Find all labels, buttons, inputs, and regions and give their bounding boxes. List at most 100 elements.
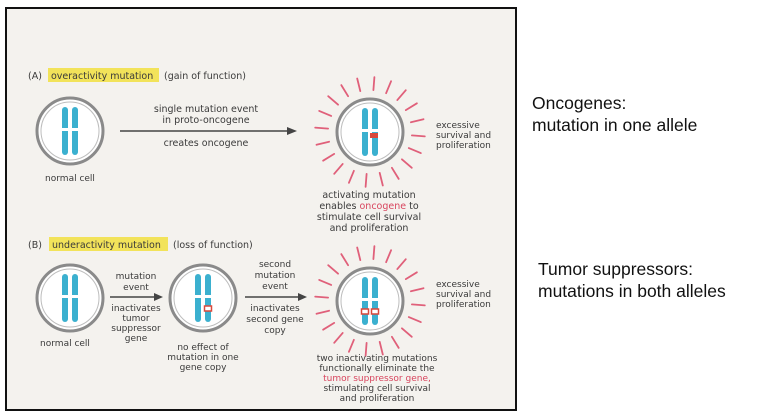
single-mutation-cell (168, 263, 238, 333)
highlight-box-b (49, 237, 168, 251)
mutation-marker-icon (370, 133, 378, 138)
arrow-b1-top2: event (123, 283, 149, 293)
burst-ray (404, 271, 418, 281)
burst-ray (340, 253, 350, 267)
panel-a-suffix: (gain of function) (164, 71, 246, 82)
oncogenes-label: Oncogenes: mutation in one allele (532, 92, 697, 136)
mutated-cell-a (335, 97, 405, 167)
burst-ray (409, 287, 425, 293)
result-b-line3: proliferation (436, 300, 491, 310)
tumor-suppressors-heading: Tumor suppressors: (538, 259, 693, 279)
burst-ray (347, 338, 355, 353)
burst-ray (410, 134, 426, 138)
oncogenes-description: mutation in one allele (532, 115, 698, 135)
arrow-a-line3: creates oncogene (164, 138, 249, 149)
burst-ray (315, 140, 331, 146)
burst-ray (356, 246, 362, 262)
oncogenes-heading: Oncogenes: (532, 93, 627, 113)
burst-ray (407, 147, 422, 155)
burst-ray (390, 166, 400, 180)
tumor-suppressors-label: Tumor suppressors: mutations in both all… (538, 258, 726, 302)
panel-b-prefix: (B) (28, 240, 42, 251)
caption-b-line2: functionally eliminate the (319, 364, 435, 374)
caption-b-line4: stimulating cell survival (323, 384, 430, 394)
result-a-line3: proliferation (436, 141, 491, 151)
burst-ray (327, 264, 340, 275)
caption-a-line2: enables oncogene to (319, 201, 419, 212)
arrow-b1-bottom4: gene (125, 334, 148, 344)
mutation-marker-icon (360, 308, 370, 315)
normal-cell-label-b: normal cell (40, 339, 90, 349)
chromosome-icon (60, 274, 80, 322)
burst-ray (396, 89, 407, 101)
highlight-box-a (48, 68, 159, 82)
arrow-b2-bottom3: copy (264, 326, 286, 336)
burst-ray (322, 321, 336, 331)
burst-ray (400, 327, 413, 338)
caption-a-line3: stimulate cell survival (317, 212, 421, 223)
burst-ray (333, 331, 344, 344)
caption-b-line5: and proliferation (340, 394, 415, 404)
panel-b-highlight: underactivity mutation (52, 240, 161, 251)
arrow-b2-bottom2: second gene (246, 315, 304, 325)
panel-a-prefix: (A) (28, 71, 42, 82)
caption-b-line3: tumor suppressor gene, (323, 374, 431, 384)
double-mutation-cell (335, 266, 405, 336)
arrow-b2-bottom1: inactivates (250, 304, 300, 314)
arrow-b2-top3: event (262, 282, 288, 292)
chromosome-icon (360, 108, 380, 156)
burst-ray (315, 309, 331, 315)
arrow-b1-bottom3: suppressor (111, 324, 161, 334)
arrow-b1-top1: mutation (116, 272, 157, 282)
burst-ray (318, 110, 333, 117)
diagram-svg: (A) overactivity mutation (gain of funct… (28, 68, 491, 404)
arrow-b2-top2: mutation (255, 271, 296, 281)
panel-a-highlight: overactivity mutation (51, 71, 153, 82)
normal-cell-b (35, 263, 105, 333)
noeffect-line3: gene copy (180, 363, 228, 373)
burst-ray (364, 172, 368, 188)
burst-ray (378, 340, 384, 356)
arrow-b2-top1: second (259, 260, 291, 270)
arrow-b2 (245, 293, 307, 301)
caption-b-line1: two inactivating mutations (317, 354, 438, 364)
arrow-b1 (110, 293, 163, 301)
burst-ray (396, 258, 407, 271)
caption-a-line1: activating mutation (322, 190, 415, 201)
caption-a-line4: and proliferation (330, 223, 409, 234)
burst-ray (356, 77, 362, 92)
noeffect-line1: no effect of (177, 343, 229, 353)
burst-ray (314, 126, 330, 130)
noeffect-line2: mutation in one (167, 353, 239, 363)
burst-rays-b (314, 245, 426, 357)
burst-ray (327, 95, 340, 106)
tumor-suppressors-description: mutations in both alleles (538, 281, 726, 301)
normal-cell-label-a: normal cell (45, 174, 95, 184)
burst-ray (385, 80, 393, 95)
burst-ray (340, 84, 350, 98)
burst-ray (318, 278, 333, 286)
burst-ray (333, 162, 344, 175)
burst-ray (364, 341, 368, 357)
arrow-a-line1: single mutation event (154, 104, 259, 115)
mutation-marker-icon (370, 308, 380, 315)
burst-ray (372, 76, 376, 91)
normal-cell-a (35, 96, 105, 166)
burst-ray (372, 245, 376, 261)
burst-ray (322, 152, 336, 162)
burst-ray (400, 158, 413, 169)
burst-ray (404, 102, 418, 111)
burst-ray (347, 169, 355, 184)
result-a-line2: survival and (436, 131, 491, 141)
result-b-line2: survival and (436, 290, 491, 300)
arrow-a (120, 127, 297, 135)
burst-ray (314, 295, 330, 299)
mutation-marker-icon (203, 305, 213, 312)
figure-panel: (A) overactivity mutation (gain of funct… (5, 7, 517, 411)
burst-ray (409, 118, 425, 124)
burst-ray (390, 335, 400, 349)
result-b-line1: excessive (436, 280, 480, 290)
burst-ray (407, 316, 422, 324)
arrow-a-line2: in proto-oncogene (162, 115, 249, 126)
burst-ray (378, 171, 384, 187)
